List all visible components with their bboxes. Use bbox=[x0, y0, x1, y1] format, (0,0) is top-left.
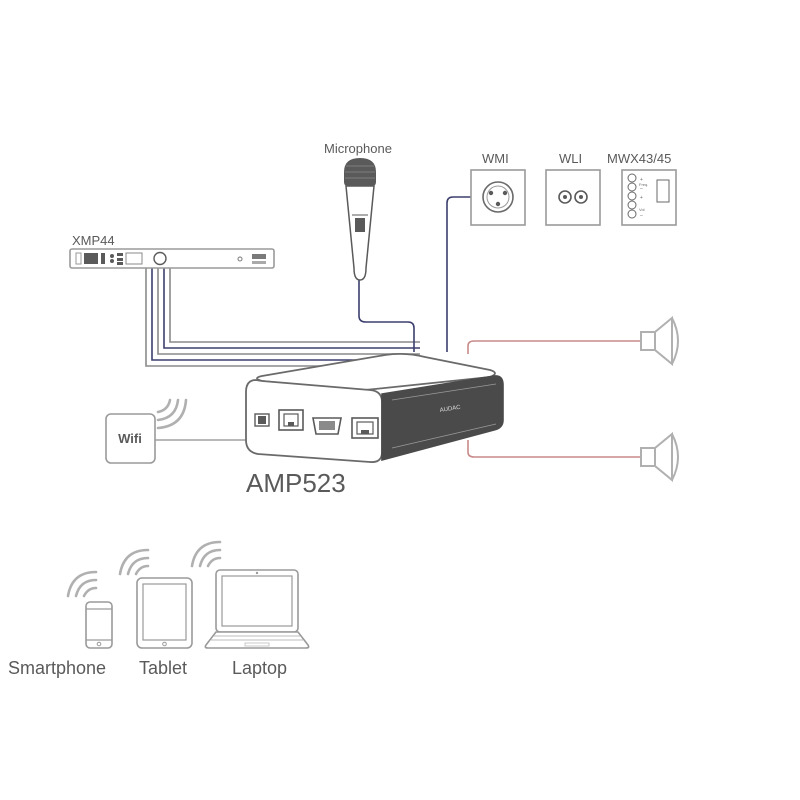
wifi-label: Wifi bbox=[118, 431, 142, 446]
xmp44-label: XMP44 bbox=[72, 233, 115, 248]
smartphone-icon bbox=[85, 601, 113, 649]
wmi-cable bbox=[446, 196, 471, 352]
speaker-icon bbox=[640, 431, 679, 483]
svg-text:–: – bbox=[640, 213, 643, 219]
smartphone-label: Smartphone bbox=[8, 658, 106, 678]
speaker-icon bbox=[640, 315, 679, 367]
tablet-label: Tablet bbox=[139, 658, 187, 678]
xmp44-cables bbox=[145, 268, 420, 367]
wmi-label: WMI bbox=[482, 151, 509, 166]
mwx-freq-label: Freq. bbox=[639, 182, 648, 187]
microphone-cable bbox=[358, 280, 415, 352]
microphone-icon bbox=[344, 158, 376, 281]
mwx-vol-label: Vol bbox=[639, 207, 645, 212]
wifi-signal-icon bbox=[156, 398, 188, 430]
amp523-device: AUDAC bbox=[245, 352, 504, 463]
svg-text:+: + bbox=[640, 195, 643, 201]
mwx-label: MWX43/45 bbox=[607, 151, 671, 166]
laptop-icon bbox=[204, 569, 310, 649]
laptop-label: Laptop bbox=[232, 658, 287, 678]
wifi-box: Wifi bbox=[105, 413, 156, 464]
wli-label: WLI bbox=[559, 151, 582, 166]
wifi-signal-icon bbox=[118, 548, 150, 576]
svg-text:+: + bbox=[640, 177, 643, 183]
tablet-icon bbox=[136, 577, 193, 649]
amp523-label: AMP523 bbox=[246, 468, 346, 498]
wall-panel-mwx: + – + – Freq. Vol bbox=[621, 169, 677, 226]
xmp44-device bbox=[69, 248, 275, 269]
speaker-cable-bottom bbox=[467, 440, 641, 458]
wall-panel-wli bbox=[545, 169, 601, 226]
svg-text:–: – bbox=[640, 186, 643, 192]
wifi-signal-icon bbox=[190, 540, 222, 568]
speaker-cable-top bbox=[467, 340, 641, 354]
amp523-brand: AUDAC bbox=[439, 405, 461, 414]
wifi-signal-icon bbox=[66, 570, 98, 598]
wall-panel-wmi bbox=[470, 169, 526, 226]
cables bbox=[145, 196, 641, 458]
microphone-label: Microphone bbox=[324, 141, 392, 156]
